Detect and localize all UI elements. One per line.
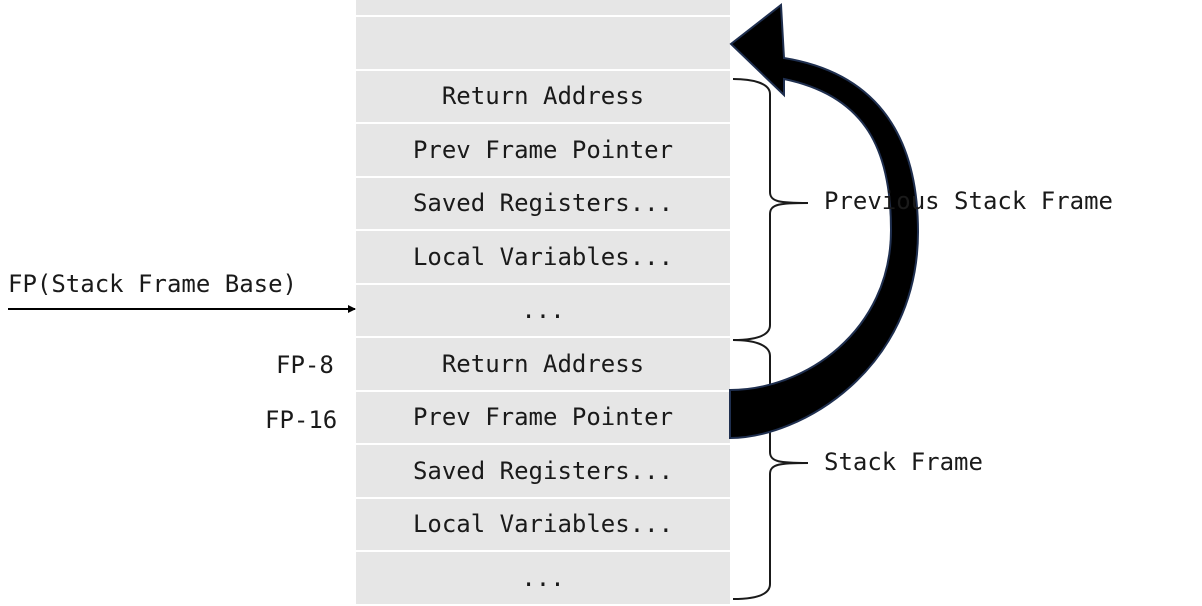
prev-frame-return-address-cell: Return Address — [356, 70, 730, 124]
frame-return-address-cell: Return Address — [356, 338, 730, 392]
fp-minus-16-label: FP-16 — [265, 406, 338, 434]
frame-pointer-label: FP(Stack Frame Base) — [8, 270, 297, 298]
frame-prev-frame-pointer-cell: Prev Frame Pointer — [356, 391, 730, 445]
frame-local-variables-cell: Local Variables... — [356, 498, 730, 552]
prev-frame-local-variables-cell: Local Variables... — [356, 231, 730, 285]
stack-cell-top — [356, 0, 730, 17]
frame-saved-registers-cell: Saved Registers... — [356, 445, 730, 499]
stack-cell-empty — [356, 17, 730, 71]
stack-memory-column: Return Address Prev Frame Pointer Saved … — [356, 0, 730, 606]
previous-stack-frame-label: Previous Stack Frame — [824, 187, 1113, 215]
stack-frame-label: Stack Frame — [824, 448, 983, 476]
prev-frame-saved-registers-cell: Saved Registers... — [356, 177, 730, 231]
prev-frame-ellipsis-cell: ... — [356, 284, 730, 338]
previous-frame-brace — [732, 78, 809, 341]
current-frame-brace — [732, 339, 809, 600]
frame-ellipsis-cell: ... — [356, 552, 730, 606]
saved-frame-pointer-curved-arrow — [729, 3, 920, 440]
prev-frame-prev-frame-pointer-cell: Prev Frame Pointer — [356, 124, 730, 178]
fp-minus-8-label: FP-8 — [276, 351, 334, 379]
